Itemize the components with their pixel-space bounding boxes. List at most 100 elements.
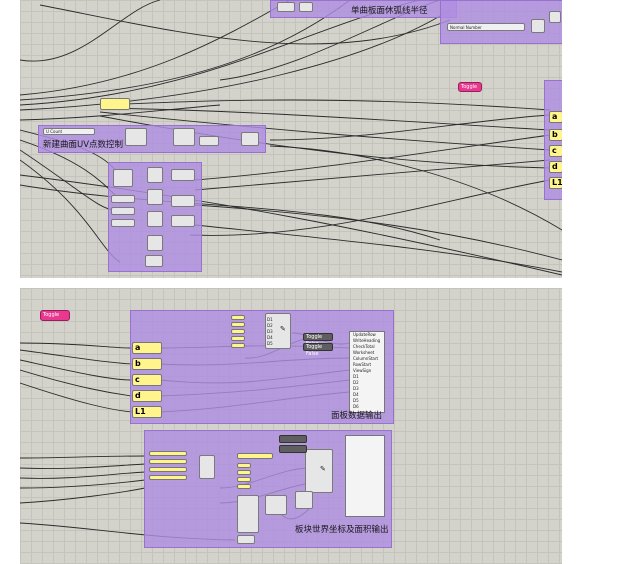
param-row: RowStart: [353, 362, 372, 367]
param-row: D5: [353, 398, 359, 403]
yellow-panel[interactable]: [149, 467, 187, 472]
top-canvas[interactable]: 单曲板面休弧线半径 Normal Number Toggle U Count 新…: [20, 0, 562, 278]
excel-writer-component[interactable]: [345, 435, 385, 517]
port-d5: D5: [267, 341, 273, 346]
slider-label: Normal Number: [450, 25, 482, 30]
group-point-ops[interactable]: [108, 162, 202, 272]
yellow-panel[interactable]: [237, 463, 251, 468]
yellow-panel[interactable]: [237, 477, 251, 482]
output-c[interactable]: c: [549, 145, 562, 157]
param-row: D1: [353, 374, 359, 379]
boolean-toggle[interactable]: [279, 445, 307, 453]
component[interactable]: [171, 195, 195, 207]
group-label: 新建曲面UV点数控制: [43, 140, 124, 150]
merge-component[interactable]: ✎: [305, 449, 333, 493]
component[interactable]: [237, 495, 259, 533]
number-slider[interactable]: U Count: [43, 128, 95, 135]
param-row: D4: [353, 392, 359, 397]
group-label: 面板数据输出: [331, 411, 383, 421]
component[interactable]: [549, 11, 561, 23]
component[interactable]: [531, 19, 545, 33]
port-d3: D3: [267, 329, 273, 334]
param-row: D6: [353, 404, 359, 409]
input-l1[interactable]: L1: [132, 406, 162, 418]
group-panel-data-output[interactable]: D1 D2 D3 D4 D5 ✎ Toggle False Toggle Fal…: [130, 310, 394, 424]
output-d[interactable]: d: [549, 161, 562, 173]
component[interactable]: [199, 136, 219, 146]
toggle-button[interactable]: Toggle: [40, 310, 70, 321]
component[interactable]: [171, 215, 195, 227]
component[interactable]: [295, 491, 313, 509]
input-b[interactable]: b: [132, 358, 162, 370]
yellow-panel[interactable]: [231, 336, 245, 341]
param-row: D2: [353, 380, 359, 385]
component[interactable]: [113, 169, 133, 187]
param-row: Worksheet: [353, 350, 375, 355]
output-a[interactable]: a: [549, 111, 562, 123]
output-l1[interactable]: L1: [549, 177, 562, 189]
yellow-panel[interactable]: [231, 343, 245, 348]
component[interactable]: [265, 495, 287, 515]
number-slider[interactable]: Normal Number: [447, 23, 525, 31]
boolean-toggle[interactable]: Toggle False: [303, 333, 333, 347]
boolean-toggle[interactable]: Toggle False: [303, 343, 333, 357]
input-d[interactable]: d: [132, 390, 162, 402]
component[interactable]: [111, 195, 135, 203]
param-row: D3: [353, 386, 359, 391]
param-row: ColumnStart: [353, 356, 379, 361]
input-a[interactable]: a: [132, 342, 162, 354]
param-row: CheckTotal: [353, 344, 375, 349]
boolean-toggle[interactable]: [279, 435, 307, 443]
component[interactable]: [237, 535, 255, 544]
output-b[interactable]: b: [549, 129, 562, 141]
component[interactable]: [145, 255, 163, 267]
yellow-panel[interactable]: [231, 322, 245, 327]
component[interactable]: [147, 189, 163, 205]
merge-icon: ✎: [320, 465, 326, 473]
toggle-label: Toggle: [306, 334, 323, 340]
group-outputs-right[interactable]: a b c d L1: [544, 80, 562, 200]
param-row: ViewSign: [353, 368, 372, 373]
yellow-panel[interactable]: [100, 98, 130, 110]
toggle-button[interactable]: Toggle: [458, 82, 482, 92]
yellow-panel[interactable]: [237, 470, 251, 475]
yellow-panel[interactable]: [149, 475, 187, 480]
group-label: 板块世界坐标及面积输出: [295, 525, 389, 535]
slider-label: U Count: [46, 129, 63, 134]
group-uv-count[interactable]: U Count 新建曲面UV点数控制: [38, 125, 266, 153]
yellow-panel[interactable]: [237, 453, 273, 459]
component[interactable]: [111, 219, 135, 227]
component[interactable]: [171, 169, 195, 181]
component[interactable]: [173, 128, 195, 146]
toggle-value: False: [306, 351, 319, 357]
port-d2: D2: [267, 323, 273, 328]
port-d4: D4: [267, 335, 273, 340]
component[interactable]: [147, 235, 163, 251]
param-row: WriteHeading: [353, 338, 381, 343]
group-top-right[interactable]: Normal Number: [440, 0, 562, 44]
component[interactable]: [241, 132, 259, 146]
component[interactable]: [111, 207, 135, 215]
component[interactable]: [125, 128, 147, 146]
component[interactable]: [147, 211, 163, 227]
yellow-panel[interactable]: [231, 329, 245, 334]
port-d1: D1: [267, 317, 273, 322]
component[interactable]: [199, 455, 215, 479]
merge-icon: ✎: [280, 325, 286, 333]
component[interactable]: [147, 167, 163, 183]
group-arc-radius[interactable]: 单曲板面休弧线半径: [270, 0, 457, 18]
bottom-canvas[interactable]: Toggle D1 D2 D3 D4 D5 ✎ Toggle False Tog…: [20, 288, 562, 564]
merge-component[interactable]: D1 D2 D3 D4 D5 ✎: [265, 313, 291, 349]
excel-writer-component[interactable]: UpdateRow WriteHeading CheckTotal Worksh…: [349, 331, 385, 413]
yellow-panel[interactable]: [237, 484, 251, 489]
yellow-panel[interactable]: [149, 451, 187, 456]
param-row: UpdateRow: [353, 332, 376, 337]
toggle-label: Toggle: [306, 344, 323, 350]
yellow-panel[interactable]: [231, 315, 245, 320]
yellow-panel[interactable]: [149, 459, 187, 464]
group-world-coords-area[interactable]: ✎ 板块世界坐标及面积输出: [144, 430, 392, 548]
group-label: 单曲板面休弧线半径: [351, 6, 428, 16]
component[interactable]: [277, 2, 295, 12]
component[interactable]: [299, 2, 313, 12]
input-c[interactable]: c: [132, 374, 162, 386]
